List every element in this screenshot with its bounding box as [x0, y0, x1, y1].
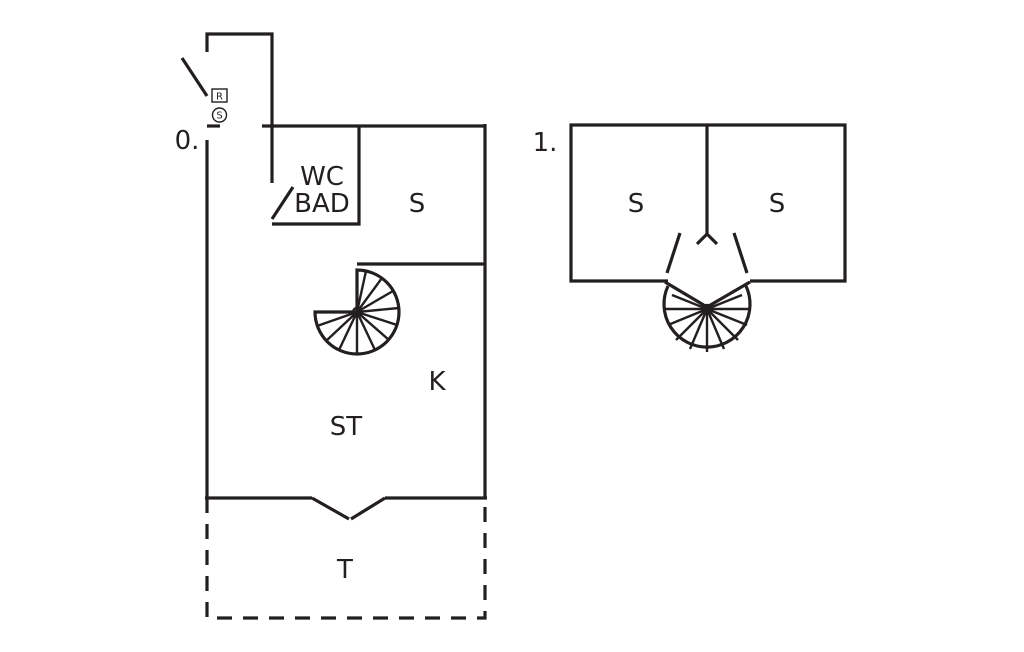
floor-1-stair-treads — [665, 293, 749, 352]
room-label-t: T — [336, 555, 353, 585]
room-label-bad: BAD — [294, 189, 350, 219]
meter-box-s: S — [211, 107, 228, 123]
room-label-wc: WC — [300, 162, 344, 192]
bathroom-wall — [272, 126, 361, 226]
room-label-st: ST — [330, 412, 363, 442]
room-label-s-right: S — [769, 189, 786, 219]
meter-s-label: S — [216, 111, 222, 122]
meter-r-label: R — [216, 92, 223, 103]
entrance-corridor-wall — [205, 32, 274, 183]
floor-1-partition-fork-right — [705, 232, 719, 246]
bathroom-door-leaf — [270, 186, 295, 220]
floor-1-label: 1. — [533, 128, 558, 158]
floor-1-partition-fork-left — [695, 232, 709, 246]
floor-1-door-left-leaf — [665, 232, 682, 274]
floor-1-door-right-leaf — [732, 232, 749, 274]
meter-box-r: R — [211, 88, 228, 103]
stair-outline — [313, 268, 401, 356]
spiral-stair-floor-0 — [313, 268, 401, 356]
floor-1-outer-wall-right — [707, 123, 847, 283]
stair-landing — [664, 280, 751, 309]
room-label-k: K — [428, 367, 446, 397]
terrace-outline — [205, 498, 487, 620]
floor-0-plan: R S — [175, 32, 487, 620]
floor-1-outer-wall-left — [569, 123, 707, 283]
terrace-door-left-leaf — [311, 496, 350, 521]
entry-door-leaf — [180, 57, 209, 97]
spiral-stair-floor-1 — [662, 285, 752, 352]
floor-0-label: 0. — [175, 126, 200, 156]
room-label-s-left: S — [628, 189, 645, 219]
floor-1-plan: 1. S S — [533, 123, 847, 352]
stair-treads — [316, 270, 400, 354]
terrace-door-right-leaf — [350, 496, 386, 521]
room-label-s: S — [409, 189, 426, 219]
